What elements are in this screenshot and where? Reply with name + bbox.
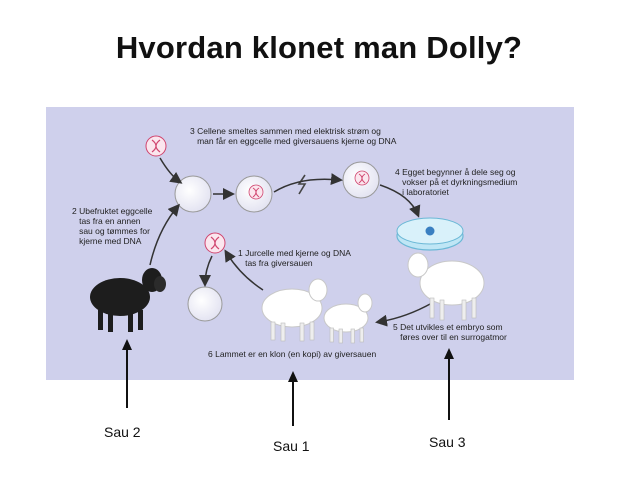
step-3-text: 3 Cellene smeltes sammen med elektrisk s…: [190, 126, 397, 146]
fused-cell: [235, 175, 273, 213]
petri-dish: [396, 217, 464, 251]
step-2-text: 2 Ubefruktet eggcelle tas fra en annen s…: [72, 206, 153, 246]
lamb: [323, 293, 373, 344]
page-title: Hvordan klonet man Dolly?: [115, 30, 523, 65]
dna-cell-left: [204, 232, 226, 254]
arrow-sheep2-to-cell: [149, 203, 180, 266]
empty-egg-cell: [174, 175, 212, 213]
lightning-icon: [297, 174, 307, 195]
pointer-sau1: [288, 371, 298, 426]
arrow-jur-to-dna: [224, 249, 264, 291]
donor-sheep: [261, 278, 328, 342]
egg-with-nucleus: [342, 161, 380, 199]
label-sau-1: Sau 1: [273, 438, 310, 454]
arrow-egg-to-dish: [379, 184, 421, 218]
arrow-dna-to-egg: [199, 255, 213, 287]
pointer-sau3: [444, 348, 454, 420]
step-4-text: 4 Egget begynner å dele seg og vokser på…: [395, 167, 518, 197]
step-1-text: 1 Jurcelle med kjerne og DNA tas fra giv…: [238, 248, 351, 268]
label-sau-2: Sau 2: [104, 424, 141, 440]
arrow-dna-to-cell: [159, 157, 183, 184]
dna-cell-top: [145, 135, 167, 157]
black-sheep: [90, 268, 166, 332]
arrow-surrogate-to-lamb: [375, 302, 433, 327]
pointer-sau2: [122, 339, 132, 408]
step-6-text: 6 Lammet er en klon (en kopi) av giversa…: [208, 349, 377, 359]
label-sau-3: Sau 3: [429, 434, 466, 450]
egg-cell-left: [187, 286, 223, 322]
surrogate-sheep: [407, 252, 485, 321]
step-5-text: 5 Det utvikles et embryo som føres over …: [393, 322, 507, 342]
arrow-fused-to-egg: [273, 173, 343, 193]
